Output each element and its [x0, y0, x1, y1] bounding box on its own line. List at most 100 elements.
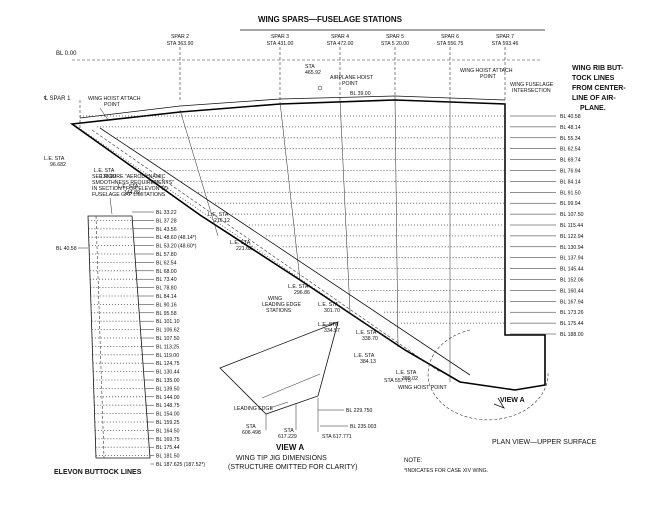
bl-right-19: BL 175.44 [560, 321, 584, 327]
wing-outline [69, 99, 546, 391]
view-a-callout-arrow [493, 397, 505, 409]
rib-note-line2: TOCK LINES [572, 75, 615, 82]
bl-right-18: BL 173.26 [560, 310, 584, 316]
bl-right-9: BL 107.50 [560, 212, 584, 218]
view-a-caption2: (STRUCTURE OMITTED FOR CLARITY) [228, 464, 358, 471]
view-a-sta606-2: 606.498 [242, 430, 261, 436]
bl-right-20: BL 188.00 [560, 332, 584, 338]
bl-right-4: BL 69.74 [560, 158, 581, 164]
elevon-bl-10: BL 84.14 [156, 294, 177, 300]
le-station-10: L.E. STA [396, 370, 417, 376]
bl-right-5: BL 76.94 [560, 169, 581, 175]
bl-right-17: BL 167.94 [560, 299, 584, 305]
elevon-inner-line [91, 129, 441, 373]
view-a-callout-arc [427, 329, 549, 421]
sta-465-value: 465.92 [305, 70, 321, 76]
spar-sta-4: STA 472.00 [327, 41, 354, 47]
elevon-bl-23: BL 148.75 [156, 403, 180, 409]
rib-note-line3: FROM CENTER- [572, 85, 626, 92]
elevon-bl-21: BL 139.50 [156, 386, 180, 392]
spar-sta-5: STA 5 20.00 [381, 41, 409, 47]
bl-right-6: BL 84.14 [560, 179, 581, 185]
le-station-0: L.E. STA [44, 156, 65, 162]
wing-hoist-right-label: WING HOIST ATTACH [460, 68, 513, 74]
elevon-bl-29: BL 181.50 [156, 454, 180, 460]
bl-right-13: BL 137.94 [560, 256, 584, 262]
elevon-hinge-line [99, 127, 471, 376]
plan-view-title: PLAN VIEW—UPPER SURFACE [492, 439, 597, 446]
elevon-bl-22: BL 144.00 [156, 395, 180, 401]
spar-label-4: SPAR 4 [331, 34, 349, 40]
view-a-inner-line [261, 373, 321, 399]
bl-right-7: BL 91.50 [560, 190, 581, 196]
view-a-bl235: BL 235.003 [350, 424, 376, 430]
rib-note-line5: PLANE. [580, 105, 606, 112]
hoist-point-marker [317, 85, 323, 91]
wing-hoist-left-label: WING HOIST ATTACH [88, 96, 141, 102]
spar-sta-6: STA 556.75 [437, 41, 464, 47]
wing-le-stations-1: WING [268, 296, 282, 302]
view-a-sta617b: STA 617.771 [322, 434, 352, 440]
le-station-2: L.E. STA [118, 184, 139, 190]
spar-label-3: SPAR 3 [271, 34, 289, 40]
elevon-rib-lines [88, 219, 150, 457]
rib-note-line1: WING RIB BUT- [572, 65, 624, 72]
bl-right-14: BL 145.44 [560, 267, 584, 273]
le-station-9: L.E. STA [354, 353, 375, 359]
view-a-bl229: BL 229.750 [346, 408, 372, 414]
sta-465-label: STA [305, 64, 315, 70]
elevon-title: ELEVON BUTTOCK LINES [54, 469, 142, 476]
aero-note-4: FUSELAGE GAP LIMITATIONS [92, 192, 166, 198]
le-station-value-8: 338.70 [362, 336, 378, 342]
elevon-bl-8: BL 73.40 [156, 277, 177, 283]
le-station-value-3: 216.12 [214, 218, 230, 224]
elevon-bl-1: BL 37.28 [156, 218, 177, 224]
wing-le-stations-2: LEADING EDGE [262, 302, 301, 308]
aero-note-leader [109, 197, 113, 215]
elevon-bl-13: BL 101.10 [156, 319, 180, 325]
le-station-4: L.E. STA [230, 240, 251, 246]
view-a-sta606-1: STA [246, 424, 256, 430]
spar-label-6: SPAR 6 [441, 34, 459, 40]
bl-right-2: BL 55.34 [560, 136, 581, 142]
view-a-label: VIEW A [276, 443, 304, 452]
bl-39-label: BL 39.00 [350, 91, 371, 97]
spar1-label: ℄ SPAR 1 [43, 96, 71, 102]
le-station-value-0: 96.682 [50, 162, 66, 168]
le-station-value-1: 138.89 [100, 174, 116, 180]
spar-sta-3: STA 431.00 [267, 41, 294, 47]
spar-lines [179, 98, 506, 382]
le-station-value-7: 334.57 [324, 328, 340, 334]
view-a-sta617a-2: 617.229 [278, 434, 297, 440]
elevon-bl-0: BL 33.22 [156, 210, 177, 216]
elevon-bl-26: BL 164.50 [156, 428, 180, 434]
aero-note-2: SMOOTHNESS REQUIREMENTS" [92, 180, 174, 186]
elevon-bl-16: BL 113.25 [156, 344, 179, 350]
view-a-sta617a-1: STA [284, 428, 294, 434]
spar-label-7: SPAR 7 [496, 34, 514, 40]
bl-right-3: BL 62.54 [560, 147, 581, 153]
elevon-bl-6: BL 62.54 [156, 260, 177, 266]
view-a-caption1: WING TIP JIG DIMENSIONS [236, 455, 327, 462]
wing-upper-edge [79, 95, 506, 119]
hoist-left-leader [99, 107, 109, 121]
bl-right-11: BL 122.94 [560, 234, 584, 240]
elevon-bl-27: BL 169.75 [156, 437, 180, 443]
elevon-bl-20: BL 135.00 [156, 378, 180, 384]
spar-label-5: SPAR 5 [386, 34, 404, 40]
wing-hoist-left-label-2: POINT [104, 102, 121, 108]
le-station-6: L.E. STA [318, 302, 339, 308]
elevon-bl-2: BL 43.56 [156, 227, 177, 233]
elevon-bl-30: BL 187.625 (187.52*) [156, 462, 205, 468]
view-a-tip-outline [219, 321, 339, 415]
elevon-bl-12: BL 95.58 [156, 311, 177, 317]
elevon-bl-15: BL 107.50 [156, 336, 180, 342]
wing-fuselage-label: WING FUSELAGE [510, 82, 554, 88]
elevon-bl-28: BL 175.44 [156, 445, 180, 451]
